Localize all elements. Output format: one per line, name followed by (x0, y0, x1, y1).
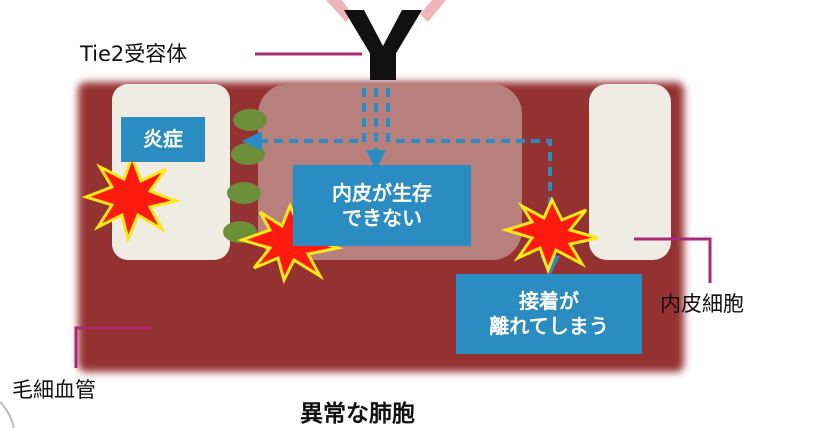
detachment-line2: 離れてしまう (489, 314, 609, 338)
inflammation-label: 炎症 (143, 127, 183, 151)
detachment-box: 接着が 離れてしまう (456, 274, 642, 354)
cannot-survive-box: 内皮が生存 できない (293, 165, 471, 246)
ligand-oval-icon (233, 109, 267, 131)
leader-line-capillary (74, 326, 152, 368)
inflammation-box: 炎症 (121, 117, 205, 162)
capillary-label: 毛細血管 (12, 378, 96, 402)
corner-arc (0, 401, 15, 428)
top-chevron-right (420, 0, 446, 22)
cannot-survive-line2: できない (342, 205, 422, 230)
leader-line-endothelial (634, 237, 712, 283)
ligand-oval-icon (227, 182, 261, 204)
receptor-y-icon (344, 10, 422, 80)
signal-arrow-right-down (396, 139, 560, 276)
receptor-label: Tie2受容体 (80, 42, 188, 66)
burst-icon (500, 196, 599, 275)
top-chevron-left (326, 0, 352, 22)
endothelial-cell-right (589, 84, 671, 260)
diagram-title: 異常な肺胞 (300, 401, 415, 427)
endothelial-cell-label: 内皮細胞 (660, 292, 744, 316)
ligand-oval-icon (231, 143, 265, 165)
burst-icon (81, 152, 182, 244)
cannot-survive-line1: 内皮が生存 (332, 180, 432, 205)
detachment-line1: 接着が (519, 289, 579, 313)
